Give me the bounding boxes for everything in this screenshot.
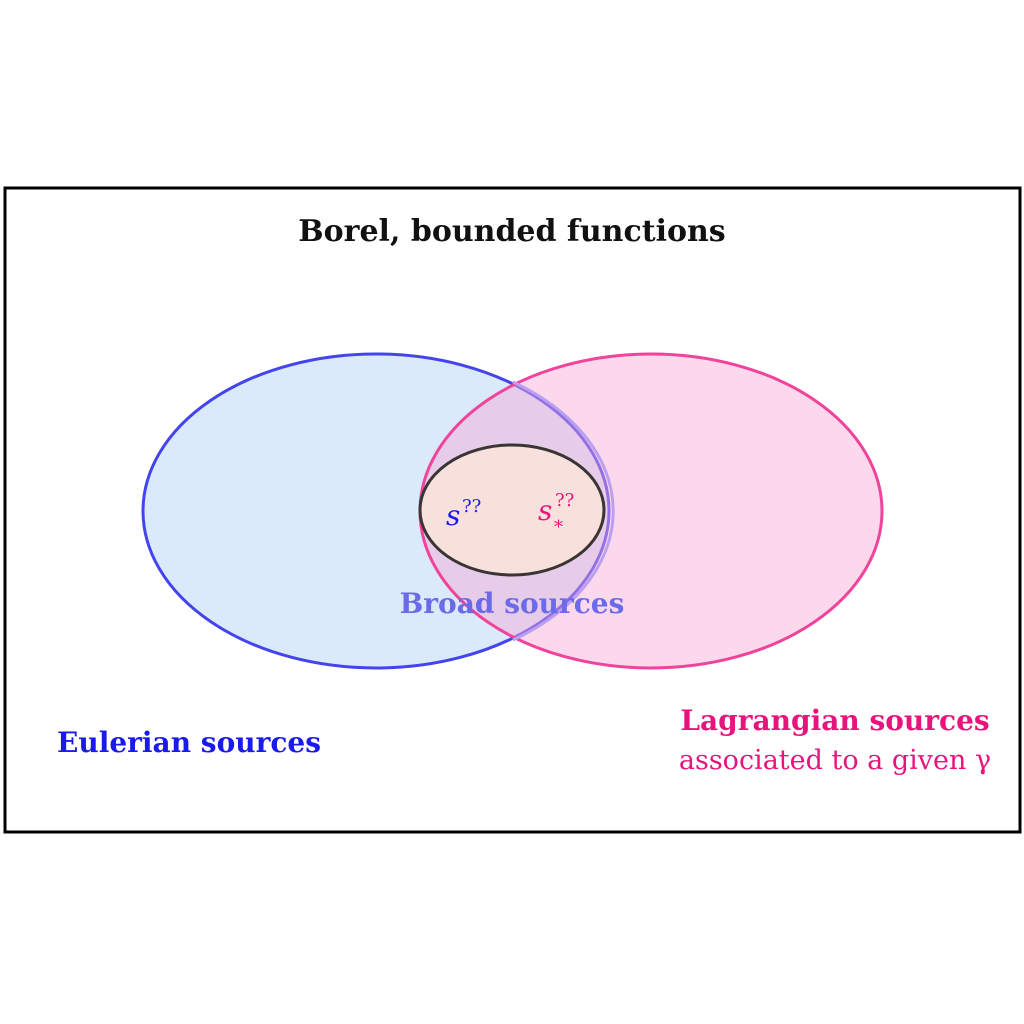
- lagrangian-label: Lagrangian sources: [680, 704, 989, 737]
- lagrangian-sublabel: associated to a given γ: [679, 745, 991, 776]
- broad-sources-set: [418, 443, 606, 577]
- eulerian-set: [141, 352, 611, 670]
- eulerian-label: Eulerian sources: [57, 726, 321, 759]
- eulerian-boundary-overlay: [512, 380, 615, 642]
- universe-frame: [3, 186, 1022, 834]
- broad-sources-label: Broad sources: [400, 587, 625, 620]
- universe-label: Borel, bounded functions: [298, 214, 725, 249]
- inner-symbol-left: s ??: [446, 496, 481, 532]
- inner-symbol-right: s ?? *: [538, 490, 579, 538]
